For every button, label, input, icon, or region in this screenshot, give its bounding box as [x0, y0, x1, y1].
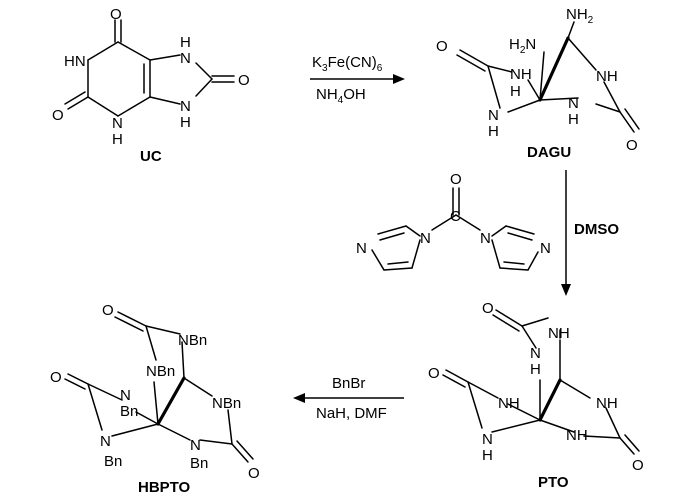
hbpto-n-bottom-left: N — [100, 433, 111, 450]
pto-nh-right: NH — [596, 395, 618, 412]
dagu-oxygen-left: O — [436, 38, 448, 55]
dagu-nh-right: NH — [596, 68, 618, 85]
pto-h-bottom-left: H — [482, 447, 493, 464]
molecule-pto: O NH N H O NH NH N H NH O PTO — [428, 300, 644, 491]
pto-n-bottom-left: N — [482, 431, 493, 448]
reaction-arrow-1: K3Fe(CN)6 NH4OH — [310, 54, 405, 106]
dagu-h-right-bottom: H — [568, 111, 579, 128]
pto-oxygen-right: O — [632, 457, 644, 474]
cdi-n-far-left: N — [356, 240, 367, 257]
uc-oxygen-left: O — [52, 107, 64, 124]
hbpto-n-bottom-right: N — [190, 437, 201, 454]
dagu-h-left-bottom: H — [488, 123, 499, 140]
condition-dmso: DMSO — [574, 221, 619, 238]
dagu-label: DAGU — [527, 144, 571, 161]
uc-n-bottom-right: N — [180, 98, 191, 115]
hbpto-oxygen-top: O — [102, 302, 114, 319]
dagu-n-left-bottom: N — [488, 107, 499, 124]
pto-oxygen-top: O — [482, 300, 494, 317]
hbpto-nbn-right: NBn — [212, 395, 241, 412]
reagent-k3fecn6: K3Fe(CN)6 — [312, 54, 383, 74]
pto-nh-bottom-right: NH — [566, 427, 588, 444]
uc-label: UC — [140, 148, 162, 165]
uc-n-top-right: N — [180, 50, 191, 67]
hbpto-nbn-middle: NBn — [146, 363, 175, 380]
molecule-cdi: O C N N N N — [356, 171, 551, 271]
uc-h-bottom: H — [112, 131, 123, 148]
pto-label: PTO — [538, 474, 569, 491]
reagent-bnbr: BnBr — [332, 375, 365, 392]
reaction-arrow-2: DMSO — [561, 170, 619, 296]
cdi-oxygen: O — [450, 171, 462, 188]
dagu-nh-left-top: NH — [510, 66, 532, 83]
molecule-hbpto: O NBn NBn O N Bn NBn N Bn N Bn O HBPTO — [50, 302, 260, 496]
hbpto-bn-bottom-right: Bn — [190, 455, 208, 472]
pto-nh-top: NH — [548, 325, 570, 342]
cdi-n-right: N — [480, 230, 491, 247]
dagu-nh2-top: NH2 — [566, 6, 594, 26]
dagu-h2n: H2N — [509, 36, 536, 56]
dagu-h-center: H — [510, 83, 521, 100]
pto-h-top-left: H — [530, 361, 541, 378]
pto-oxygen-left: O — [428, 365, 440, 382]
uc-oxygen-top: O — [110, 6, 122, 23]
uc-hn-left: HN — [64, 53, 86, 70]
hbpto-bn-bottom-left: Bn — [104, 453, 122, 470]
uc-h-bottom-right: H — [180, 114, 191, 131]
hbpto-label: HBPTO — [138, 479, 191, 496]
cdi-n-left: N — [420, 230, 431, 247]
hbpto-oxygen-right: O — [248, 465, 260, 482]
cdi-n-far-right: N — [540, 240, 551, 257]
hbpto-n-left: N — [120, 387, 131, 404]
dagu-n-right-bottom: N — [568, 95, 579, 112]
pto-nh-left: NH — [498, 395, 520, 412]
hbpto-oxygen-left: O — [50, 369, 62, 386]
hbpto-bn-left: Bn — [120, 403, 138, 420]
uc-oxygen-right: O — [238, 72, 250, 89]
dagu-oxygen-right: O — [626, 137, 638, 154]
reaction-arrow-3: BnBr NaH, DMF — [293, 375, 404, 422]
cdi-carbon: C — [450, 208, 461, 225]
hbpto-nbn-top: NBn — [178, 332, 207, 349]
reagent-nh4oh: NH4OH — [316, 86, 366, 106]
molecule-uc: O HN O N H H N N H O UC — [52, 6, 250, 165]
reagent-nah-dmf: NaH, DMF — [316, 405, 387, 422]
uc-n-bottom: N — [112, 115, 123, 132]
molecule-dagu: NH2 H2N O NH H N H NH N H O DAGU — [436, 6, 640, 161]
uc-h-top-right: H — [180, 34, 191, 51]
pto-n-top-left: N — [530, 345, 541, 362]
